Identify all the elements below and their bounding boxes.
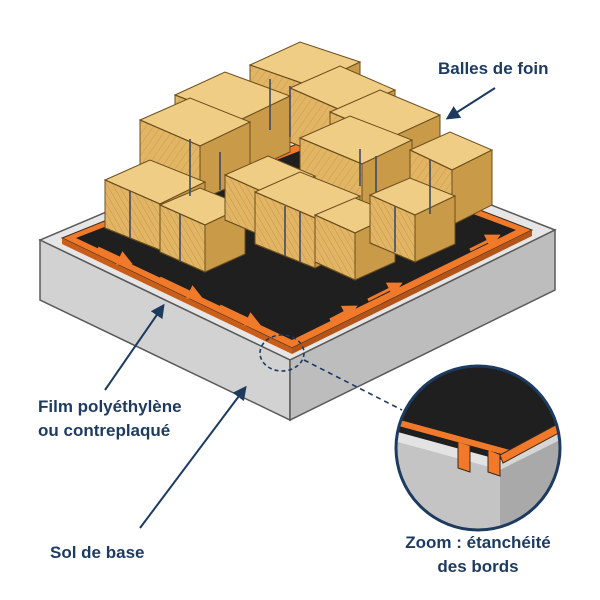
hay-bale	[368, 177, 457, 263]
film-leader-arrow	[104, 303, 165, 391]
label-film-line2: ou contreplaqué	[38, 421, 170, 440]
label-zoom-line2: des bords	[437, 557, 518, 576]
hay-bales-leader-arrow	[445, 87, 496, 120]
leader-arrows	[104, 87, 496, 529]
label-hay-bales: Balles de foin	[438, 59, 549, 78]
label-film-line1: Film polyéthylène	[38, 397, 182, 416]
label-base-floor: Sol de base	[50, 543, 144, 562]
bale-straps	[129, 79, 431, 262]
zoom-indicator	[259, 334, 403, 411]
zoom-detail	[394, 364, 562, 532]
edge-arrows	[97, 234, 501, 326]
label-zoom-line1: Zoom : étanchéité	[405, 533, 550, 552]
base-floor-leader-arrow	[139, 385, 247, 529]
